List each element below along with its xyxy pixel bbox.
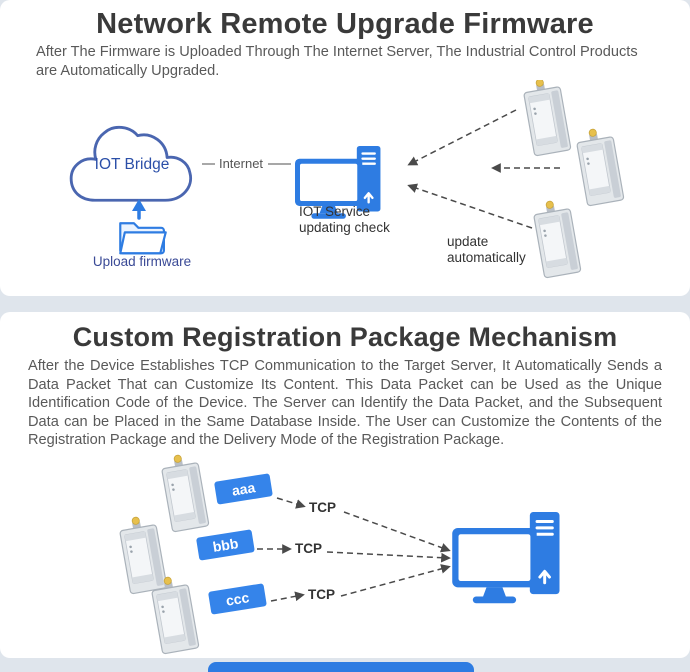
- packet-aaa-box: [214, 473, 273, 504]
- packet-bbb: bbb: [196, 529, 255, 560]
- tcp-arrow-bottom: [270, 591, 305, 602]
- packet-ccc: ccc: [208, 583, 267, 614]
- next-section-peek-bar: [208, 662, 474, 672]
- flow-line-middle: [326, 550, 451, 563]
- registration-diagram: aaa TCP bbb TCP ccc TCP: [0, 451, 690, 658]
- update-label-line2: automatically: [447, 250, 526, 265]
- registration-diagram-svg: aaa TCP bbb TCP ccc TCP: [117, 451, 561, 655]
- tcp-label-bottom: TCP: [308, 587, 335, 602]
- tcp-label-middle: TCP: [295, 541, 322, 556]
- service-label-line1: IOT Service: [299, 204, 370, 219]
- upgrade-title: Network Remote Upgrade Firmware: [96, 8, 594, 40]
- tcp-arrow-top: [276, 496, 306, 509]
- upgrade-description: After The Firmware is Uploaded Through T…: [36, 44, 638, 79]
- packet-ccc-label: ccc: [225, 589, 251, 608]
- registration-title: Custom Registration Package Mechanism: [72, 322, 618, 352]
- upload-folder-icon: [119, 222, 167, 255]
- upgrade-diagram: IOT Bridge Internet IOT Service updating…: [0, 80, 690, 292]
- dashed-arrow-top: [407, 109, 517, 166]
- internet-label: Internet: [219, 156, 263, 171]
- upload-arrow-head: [132, 199, 146, 212]
- packet-ccc-box: [208, 583, 267, 614]
- dashed-arrow-bottom: [407, 183, 533, 229]
- target-server-computer-icon: [452, 511, 561, 605]
- device-icon-middle: [117, 512, 168, 595]
- packet-bbb-label: bbb: [212, 535, 240, 555]
- update-label-line1: update: [447, 234, 488, 249]
- packet-aaa-label: aaa: [231, 479, 257, 498]
- flow-line-top: [343, 510, 451, 552]
- service-label-line2: updating check: [299, 220, 390, 235]
- upload-label: Upload firmware: [93, 254, 191, 269]
- panel-registration-package: Custom Registration Package Mechanism Af…: [0, 312, 690, 658]
- packet-aaa: aaa: [214, 473, 273, 504]
- registration-description: After the Device Establishes TCP Communi…: [28, 358, 662, 449]
- device-icon-bottom: [531, 197, 582, 279]
- upgrade-diagram-svg: IOT Bridge Internet IOT Service updating…: [69, 80, 625, 279]
- packet-bbb-box: [196, 529, 255, 560]
- device-icon-top: [521, 80, 572, 157]
- panel-upgrade-firmware: Network Remote Upgrade Firmware After Th…: [0, 0, 690, 296]
- flow-line-bottom: [340, 563, 451, 597]
- iot-bridge-label: IOT Bridge: [95, 156, 170, 173]
- device-icon-top: [159, 451, 210, 533]
- device-icon-middle: [574, 125, 625, 207]
- tcp-label-top: TCP: [309, 500, 336, 515]
